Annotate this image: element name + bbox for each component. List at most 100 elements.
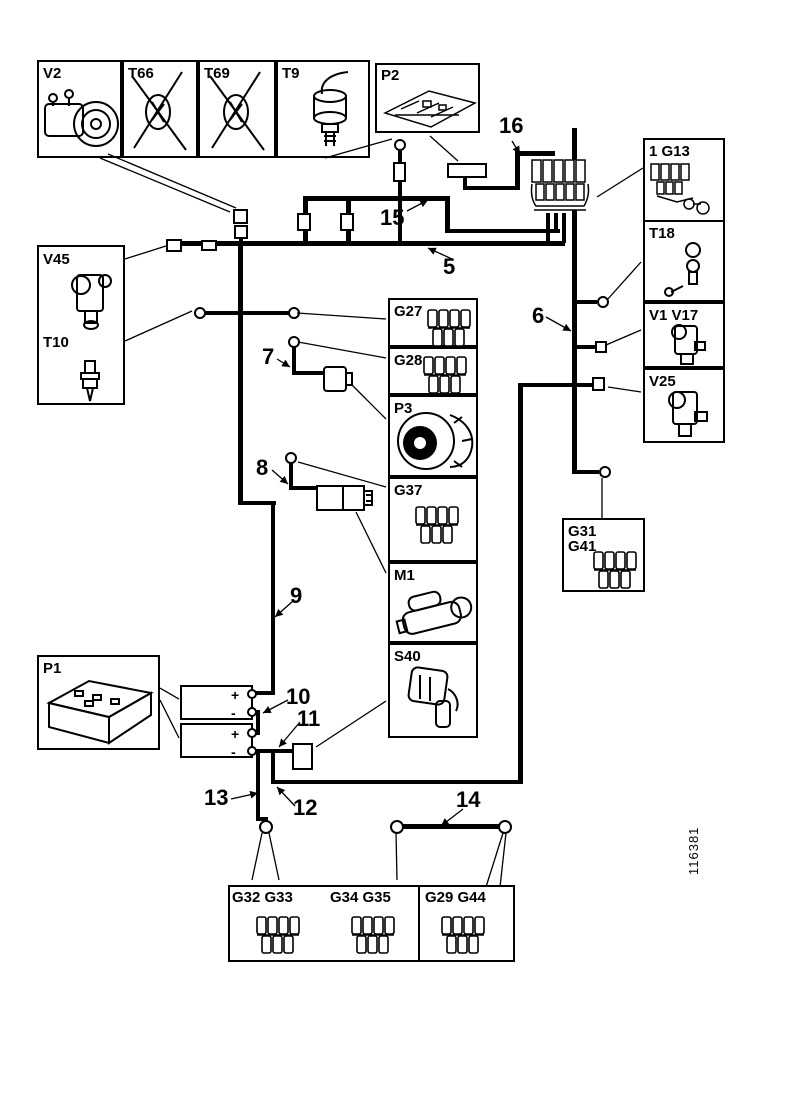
wire-junction-drop	[463, 178, 467, 190]
battery-post	[247, 728, 257, 738]
component-label-g27: G27	[394, 303, 423, 320]
component-label-g28: G28	[394, 352, 423, 369]
component-box-g13: 1 G13	[643, 138, 725, 222]
callout-15: 15	[380, 205, 405, 230]
battery-post	[247, 746, 257, 756]
component-label-p2: P2	[381, 67, 400, 84]
wire-fusebox-feed	[572, 128, 577, 160]
wire-run-7	[292, 371, 324, 375]
connector-block-icon	[440, 915, 486, 955]
wire-16-to-fusebox	[515, 151, 555, 156]
ring-terminal	[288, 307, 300, 319]
component-box-t69: T69	[198, 60, 276, 158]
battery-post	[247, 707, 257, 717]
inline-connector	[234, 225, 248, 239]
solenoid-valve-icon	[71, 274, 112, 330]
ring-terminal	[259, 820, 273, 834]
wire-ground-strap-14	[397, 824, 501, 829]
wire-branch-v17	[577, 345, 595, 349]
battery-post	[247, 689, 257, 699]
leader-g33	[268, 832, 280, 881]
leader-v2-b	[107, 153, 237, 209]
leader-m1	[355, 511, 387, 574]
circuit-board-icon	[382, 90, 478, 128]
wire-fusebox-drop	[546, 213, 550, 243]
leader-p1-b	[159, 699, 180, 739]
wire-left-vertical	[238, 243, 243, 505]
callout-16: 16	[499, 113, 524, 138]
temperature-sensor-icon	[664, 242, 701, 297]
leader-t18	[606, 261, 642, 301]
inline-connector	[393, 162, 406, 182]
component-box-p3: P3	[388, 395, 478, 477]
compressor-icon	[44, 89, 119, 147]
component-box-p2: P2	[375, 63, 480, 133]
wire-battery-feed-9	[271, 501, 275, 695]
callout-11: 11	[297, 706, 321, 731]
fuse-box-icon	[650, 163, 710, 215]
component-label-m1: M1	[394, 567, 415, 584]
component-label-t66: T66	[128, 65, 154, 82]
leader-p2	[429, 135, 459, 162]
ring-terminal	[597, 296, 609, 308]
battery-terminal-sign: -	[231, 744, 236, 760]
spade-connector	[595, 341, 607, 353]
component-box-g28: G28	[388, 347, 478, 395]
component-label-v2: V2	[43, 65, 62, 82]
wire-stub	[239, 239, 243, 243]
callout-leader-10	[262, 699, 289, 714]
component-box-t66: T66	[122, 60, 198, 158]
ring-terminal	[498, 820, 512, 834]
leader-g29	[485, 832, 504, 888]
inline-connector	[201, 240, 217, 251]
wire-jog	[238, 501, 276, 505]
component-box-m1: M1	[388, 562, 478, 643]
solenoid-valve-icon	[671, 324, 706, 365]
component-box-v25: V25	[643, 368, 725, 443]
component-label-g37: G37	[394, 482, 423, 499]
leader-p3	[350, 383, 387, 420]
callout-9: 9	[290, 583, 303, 608]
component-box-g37: G37	[388, 477, 478, 562]
battery-icon	[46, 679, 154, 745]
figure-id: 116381	[686, 826, 701, 875]
leader-g13	[596, 167, 644, 198]
battery-terminal-box-1	[180, 685, 253, 720]
wire-fusebox-drop	[562, 213, 566, 243]
leader-s40	[315, 700, 387, 748]
component-label-v25: V25	[649, 373, 676, 390]
callout-leader-8	[271, 469, 289, 485]
leader-g34	[395, 832, 398, 881]
component-box-v45-t10: V45 T10	[37, 245, 125, 405]
wire-right-down-run	[518, 383, 523, 784]
junction-box	[447, 163, 487, 178]
component-label-p1: P1	[43, 660, 62, 677]
wire-upper-subline-15	[305, 196, 450, 201]
battery-terminal-sign: +	[231, 726, 240, 742]
callout-leader-6	[545, 316, 572, 332]
wire-ground-13	[256, 751, 260, 821]
component-label-v45: V45	[43, 251, 70, 268]
wire-junction-up	[515, 151, 520, 190]
temperature-sensor-icon	[80, 360, 100, 402]
wire-12-drop	[271, 751, 275, 782]
component-label-g29-g44: G29 G44	[425, 889, 486, 906]
leader-v25	[607, 386, 642, 393]
wire-drop-7	[292, 346, 296, 375]
callout-14: 14	[456, 787, 481, 812]
connector-block-icon	[350, 915, 396, 955]
component-box-t18: T18	[643, 220, 725, 302]
component-box-t9: T9	[276, 60, 370, 158]
plug-connector-icon	[323, 366, 353, 392]
leader-g28	[297, 341, 387, 359]
wire-branch-v25	[520, 383, 594, 387]
component-label-p3: P3	[394, 400, 413, 417]
inline-connector	[297, 213, 311, 231]
alternator-icon	[397, 412, 474, 470]
wire-branch-313	[200, 311, 294, 315]
component-label-g31: G31	[568, 523, 597, 540]
connector-block-icon	[426, 308, 472, 348]
wire-p2-drop	[398, 151, 402, 243]
connector-block-icon	[592, 550, 638, 590]
leader-v17	[605, 329, 642, 346]
